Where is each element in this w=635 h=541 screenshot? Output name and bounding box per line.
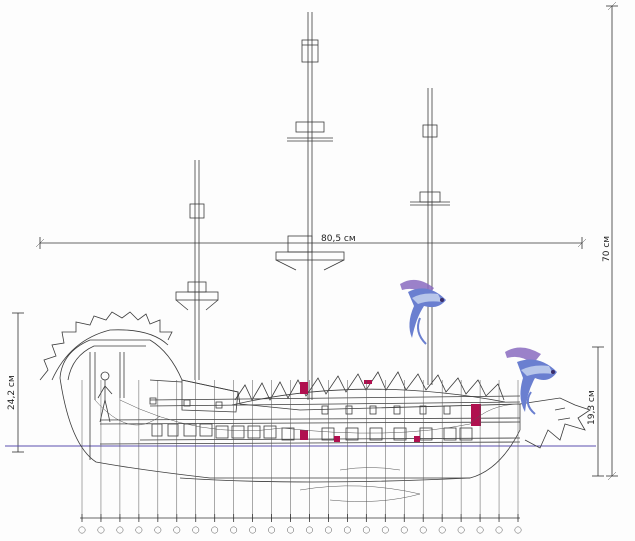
height-left-dimension: 24,2 см xyxy=(7,312,24,453)
height-left-label: 24,2 см xyxy=(7,375,17,410)
length-dimension: 80,5 см xyxy=(35,234,587,249)
frame-marker xyxy=(211,526,219,534)
red-accents xyxy=(300,380,481,442)
frame-marker xyxy=(97,526,105,534)
height-total-label: 70 см xyxy=(602,236,612,262)
dragon-figure-center xyxy=(400,279,446,345)
ship-hull xyxy=(59,339,591,502)
frame-marker xyxy=(287,526,294,534)
frame-marker xyxy=(495,526,503,534)
frame-marker xyxy=(476,526,484,534)
bottom-scale xyxy=(78,514,522,534)
frame-marker xyxy=(173,526,181,534)
frame-marker xyxy=(268,526,276,534)
frame-marker xyxy=(381,526,389,534)
dragon-spine xyxy=(39,311,506,406)
frame-marker xyxy=(400,526,408,534)
height-total-dimension: 70 см xyxy=(602,1,618,481)
frame-marker xyxy=(135,526,143,534)
frame-marker xyxy=(324,526,332,534)
frame-stations xyxy=(81,380,519,520)
frame-marker xyxy=(306,526,313,534)
frame-marker xyxy=(419,526,427,534)
mast-fore xyxy=(175,160,219,380)
dragon-figure-right xyxy=(505,347,557,415)
frame-marker xyxy=(78,526,86,534)
mast-mizzen xyxy=(410,88,450,385)
frame-marker xyxy=(438,526,446,534)
frame-marker xyxy=(154,526,162,534)
frame-marker xyxy=(249,526,257,534)
frame-marker xyxy=(514,526,522,534)
gun-ports xyxy=(149,397,473,441)
frame-marker xyxy=(116,526,124,534)
frame-marker xyxy=(362,526,370,534)
mast-main xyxy=(275,12,345,400)
frame-marker xyxy=(343,526,351,534)
height-right-dimension: 19,3 см xyxy=(587,346,604,477)
height-right-label: 19,3 см xyxy=(587,390,597,425)
frame-marker xyxy=(230,526,238,534)
frame-marker xyxy=(457,526,465,534)
length-label: 80,5 см xyxy=(321,234,356,244)
frame-marker xyxy=(192,526,200,534)
